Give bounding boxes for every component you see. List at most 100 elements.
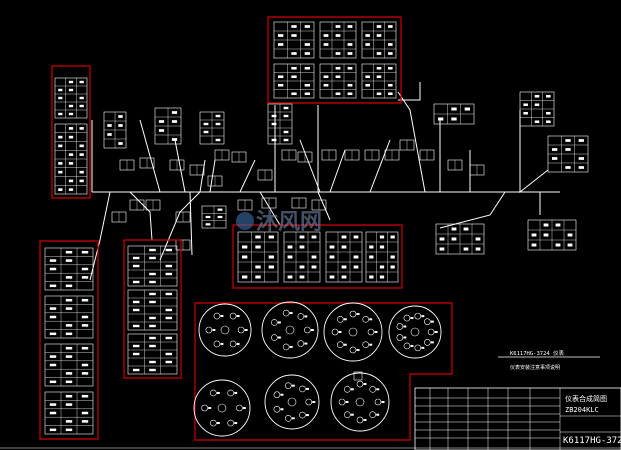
branch-line (129, 191, 153, 241)
title-cn: 仪表合成简图 (565, 394, 607, 403)
pin-icon (349, 310, 357, 318)
red-frames (39, 16, 453, 441)
pin-icon (343, 411, 351, 419)
pin-table (527, 219, 577, 251)
pin-icon (336, 315, 344, 323)
pin-table (44, 247, 94, 291)
pin-icon (236, 404, 243, 412)
pin-table (127, 289, 178, 331)
pin-icon (305, 398, 313, 406)
pin-icon (414, 312, 422, 320)
pin-table (319, 21, 357, 59)
pin-table (199, 111, 225, 145)
branch-line (239, 159, 256, 193)
frame-left-middle (123, 239, 182, 379)
pin-table (433, 103, 475, 125)
connector-face (323, 302, 383, 362)
pin-table (44, 343, 94, 387)
pin-icon (205, 326, 213, 334)
pin-table (519, 91, 555, 127)
branch-line (139, 119, 161, 193)
pin-icon (362, 341, 370, 349)
pin-table (361, 21, 397, 59)
pin-icon (273, 391, 281, 399)
note-line: K6117HG-3724 仪表 (510, 349, 565, 357)
watermark-logo-icon (236, 212, 254, 230)
pin-icon (299, 385, 306, 393)
pin-icon (356, 380, 364, 388)
frame-top-center (267, 16, 402, 104)
model-code: ZB204KLC (565, 406, 599, 414)
drawing-note: K6117HG-3724 仪表 仪表安装注意事项说明 (498, 349, 600, 371)
pin-icon (229, 312, 237, 320)
pin-icon (282, 343, 290, 351)
pin-icon (213, 312, 221, 320)
pin-icon (227, 419, 234, 427)
center-pin-icon (410, 327, 420, 337)
pin-table (103, 111, 127, 149)
pin-table (237, 231, 279, 283)
pin-icon (227, 389, 234, 397)
pin-table (54, 123, 88, 195)
pin-icon (414, 344, 422, 352)
pin-icon (297, 340, 305, 347)
pin-icon (424, 339, 431, 346)
branch-line (89, 191, 111, 281)
frame-connector-faces (194, 302, 453, 441)
note-sub: 仪表安装注意事项说明 (510, 364, 560, 371)
pin-icon (237, 326, 245, 334)
connector-face (193, 379, 251, 437)
frame-left-bottom (39, 240, 99, 440)
pin-icon (299, 411, 306, 419)
pin-icon (424, 318, 431, 325)
pin-table (201, 205, 227, 229)
connector-face (261, 301, 319, 359)
wiring-harness (89, 82, 560, 281)
branch-line (299, 139, 321, 193)
branch-line (369, 139, 391, 193)
branch-line (329, 149, 346, 193)
pin-icon (356, 416, 364, 424)
pin-icon (297, 313, 305, 320)
frame-center-table (232, 224, 403, 289)
pin-table (127, 333, 178, 375)
drawing-number: K6117HG-3724 (563, 436, 621, 446)
pin-icon (349, 346, 357, 354)
pin-icon (282, 309, 290, 317)
pin-icon (369, 411, 377, 419)
key-marker (353, 371, 363, 381)
connector-blocks (111, 139, 485, 251)
pin-icon (271, 334, 278, 341)
pin-icon (273, 405, 281, 413)
pin-icon (396, 323, 404, 330)
pin-icon (403, 314, 411, 322)
title-block: 仪表合成简图 ZB204KLC K6117HG-3724 (414, 387, 621, 450)
pin-table (273, 63, 315, 99)
pin-tables (44, 21, 589, 435)
branch-line (397, 91, 426, 193)
branch-line (398, 82, 421, 101)
pin-icon (201, 404, 208, 412)
pin-icon (367, 328, 375, 336)
pin-table (44, 295, 94, 339)
connector-face (198, 303, 252, 357)
center-pin-icon (348, 327, 358, 337)
center-pin-icon (220, 325, 230, 335)
pin-icon (284, 415, 292, 422)
center-pin-icon (355, 397, 365, 407)
pin-icon (229, 340, 237, 348)
frame-left-top (51, 65, 91, 199)
pin-icon (369, 385, 377, 393)
pin-table (361, 63, 397, 99)
pin-icon (338, 398, 346, 406)
pin-icon (210, 419, 217, 427)
branch-line (519, 110, 549, 194)
connector-face (264, 374, 320, 430)
branch-line (317, 105, 331, 221)
connector-face (330, 372, 390, 432)
pin-icon (336, 341, 344, 349)
pin-icon (304, 326, 311, 334)
branch-line (259, 191, 281, 226)
center-pin-icon (285, 325, 295, 335)
